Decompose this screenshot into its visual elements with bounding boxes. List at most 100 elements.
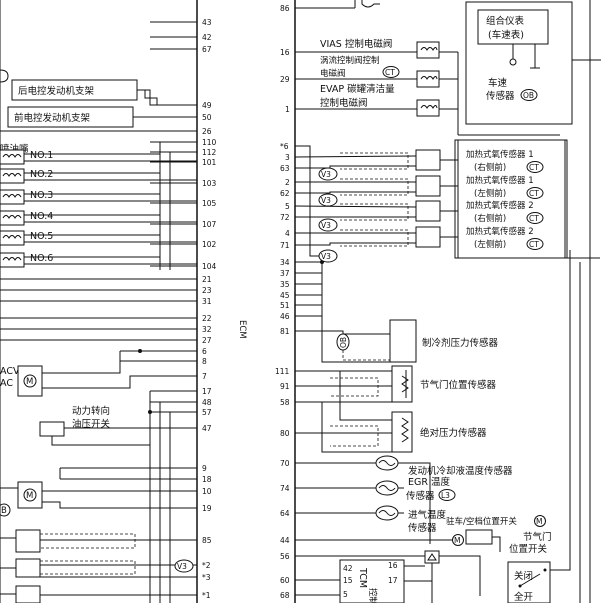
right-pin-label: 56 <box>280 552 290 561</box>
o2-sensor-3: 加热式氧传感器 2(右侧前)CT <box>294 200 544 224</box>
left-v3-badge: V3 <box>174 559 194 573</box>
swirl-control-solenoid: 涡流控制阀控制 电磁阀 CT <box>320 55 440 88</box>
left-pin-label: 19 <box>202 504 212 513</box>
v3-badge: V3 <box>321 196 331 205</box>
svg-text:组合仪表: 组合仪表 <box>486 15 525 27</box>
v3-badge: V3 <box>321 221 331 230</box>
svg-text:M: M <box>454 536 460 545</box>
left-pin-label: 18 <box>202 475 212 484</box>
svg-text:OB: OB <box>339 337 348 348</box>
o2-sensor-name: 加热式氧传感器 1 <box>466 149 534 160</box>
svg-text:后电控发动机支架: 后电控发动机支架 <box>18 85 95 97</box>
right-ecm-connector: 8616291*63632625724713437354551468111191… <box>275 0 296 603</box>
refrigerant-pressure-sensor: 制冷剂压力传感器 OB <box>336 319 499 363</box>
left-pin-label: 49 <box>202 101 212 110</box>
svg-text:L3: L3 <box>441 491 450 500</box>
vehicle-speed-sensor: 车速 传感器 OB <box>486 77 538 102</box>
o2-frame <box>454 139 568 259</box>
svg-text:车速: 车速 <box>488 77 508 89</box>
left-pin-label: 57 <box>202 408 212 417</box>
ct-badge: CT <box>529 189 539 198</box>
combination-meter: 组合仪表 (车速表) <box>465 1 573 125</box>
svg-text:B: B <box>1 506 7 516</box>
injector-label: NO.6 <box>30 253 53 264</box>
left-pin-label: *2 <box>202 561 211 570</box>
o2-sensor-position: (左侧前) <box>474 188 506 199</box>
intake-air-temperature-sensor: 进气温度 传感器 <box>375 505 447 534</box>
injector-5: NO.5 <box>0 230 197 246</box>
svg-text:绝对压力传感器: 绝对压力传感器 <box>420 427 487 439</box>
svg-text:17: 17 <box>388 576 398 585</box>
right-pin-label: 71 <box>280 241 290 250</box>
svg-text:M: M <box>536 517 542 526</box>
left-pin-label: 104 <box>202 262 217 271</box>
throttle-position-sensor: 节气门位置传感器 <box>391 365 497 403</box>
right-pin-label: 4 <box>285 229 290 238</box>
svg-text:(车速表): (车速表) <box>488 29 524 41</box>
power-steering-switch: 动力转向 油压开关 <box>39 405 111 437</box>
lower-left-sensor-3 <box>15 585 41 603</box>
injector-label: NO.5 <box>30 231 53 242</box>
right-pin-label: 60 <box>280 576 290 585</box>
injector-label: NO.3 <box>30 190 53 201</box>
svg-text:EGR 温度: EGR 温度 <box>408 476 450 488</box>
coolant-temperature-sensor: 发动机冷却液温度传感器 <box>375 455 513 477</box>
lower-left-sensor-1 <box>15 529 41 553</box>
svg-text:15: 15 <box>343 576 353 585</box>
right-pin-label: 35 <box>280 280 290 289</box>
svg-text:16: 16 <box>388 561 398 570</box>
right-pin-label: 34 <box>280 258 290 267</box>
svg-text:油压开关: 油压开关 <box>72 418 111 430</box>
svg-text:AC: AC <box>0 378 13 389</box>
svg-text:关闭: 关闭 <box>514 570 533 582</box>
left-pin-label: 43 <box>202 18 212 27</box>
right-pin-label: 70 <box>280 459 290 468</box>
lower-left-sensor-2 <box>15 558 41 578</box>
left-pin-label: 32 <box>202 325 212 334</box>
injector-2: NO.2 <box>0 168 197 184</box>
svg-text:OB: OB <box>523 91 534 100</box>
left-pin-label: 21 <box>202 275 212 284</box>
right-pin-label: 37 <box>280 269 290 278</box>
left-pin-label: *1 <box>202 591 211 600</box>
left-pin-label: 102 <box>202 240 217 249</box>
o2-sensor-4: 加热式氧传感器 2(左侧前)CT <box>295 226 544 250</box>
left-pin-label: 17 <box>202 387 212 396</box>
left-pin-label: 22 <box>202 314 212 323</box>
acv-relay: ACV AC M <box>0 365 43 397</box>
right-pin-label: 63 <box>280 164 290 173</box>
right-pin-label: 46 <box>280 312 290 321</box>
egr-temperature-sensor: EGR 温度 传感器 L3 <box>375 476 456 502</box>
left-pin-label: 110 <box>202 138 217 147</box>
left-pin-label: *3 <box>202 573 211 582</box>
ct-badge: CT <box>529 240 539 249</box>
injector-label: NO.4 <box>30 211 53 222</box>
svg-text:5: 5 <box>343 590 348 599</box>
svg-text:制冷剂压力传感器: 制冷剂压力传感器 <box>422 337 499 349</box>
left-pin-label: 47 <box>202 424 212 433</box>
left-pin-label: 42 <box>202 33 212 42</box>
svg-text:42: 42 <box>343 564 353 573</box>
front-engine-bracket: 前电控发动机支架 <box>7 106 134 128</box>
ct-badge: CT <box>529 163 539 172</box>
right-pin-label: 44 <box>280 536 290 545</box>
left-pin-label: 103 <box>202 179 217 188</box>
svg-text:节气门: 节气门 <box>523 531 552 543</box>
svg-text:进气温度: 进气温度 <box>408 509 447 521</box>
left-pin-label: 26 <box>202 127 212 136</box>
injector-3: NO.3 <box>0 189 197 205</box>
right-pin-label: 3 <box>285 153 290 162</box>
left-pin-label: 8 <box>202 357 207 366</box>
svg-text:传感器: 传感器 <box>486 90 515 102</box>
injector-label: NO.2 <box>30 169 53 180</box>
svg-text:驻车/空档位置开关: 驻车/空档位置开关 <box>446 516 517 527</box>
o2-sensor-name: 加热式氧传感器 1 <box>466 175 534 186</box>
left-pin-label: 85 <box>202 536 212 545</box>
injector-6: NO.6 <box>0 252 197 268</box>
right-pin-label: 64 <box>280 509 290 518</box>
left-pin-label: 50 <box>202 113 212 122</box>
ecm-label: ECM <box>237 320 247 339</box>
evap-purge-solenoid: EVAP 碳罐清洁量 控制电磁阀 <box>320 83 440 117</box>
svg-text:传感器: 传感器 <box>408 522 437 534</box>
